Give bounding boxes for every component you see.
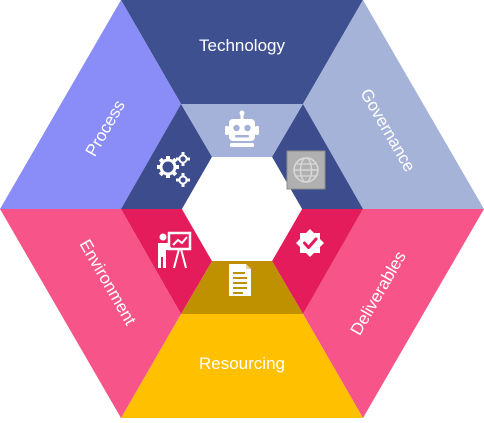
segment-governance-outer	[303, 0, 484, 209]
segment-process-outer	[0, 0, 181, 209]
segment-resourcing-outer	[121, 314, 363, 418]
segment-technology-outer	[121, 0, 363, 104]
gears-icon	[157, 152, 190, 187]
segment-deliverables-outer	[303, 209, 484, 418]
globe-icon	[286, 150, 326, 190]
robot-icon	[225, 110, 259, 147]
verified-badge-icon	[296, 229, 324, 257]
segment-deliverables-inner	[272, 209, 363, 314]
document-icon	[229, 264, 251, 296]
segment-environment-outer	[0, 209, 181, 418]
label-technology: Technology	[199, 36, 286, 55]
center-hexagon	[182, 157, 302, 261]
label-resourcing: Resourcing	[199, 354, 285, 373]
presenter-board-icon	[158, 231, 192, 269]
